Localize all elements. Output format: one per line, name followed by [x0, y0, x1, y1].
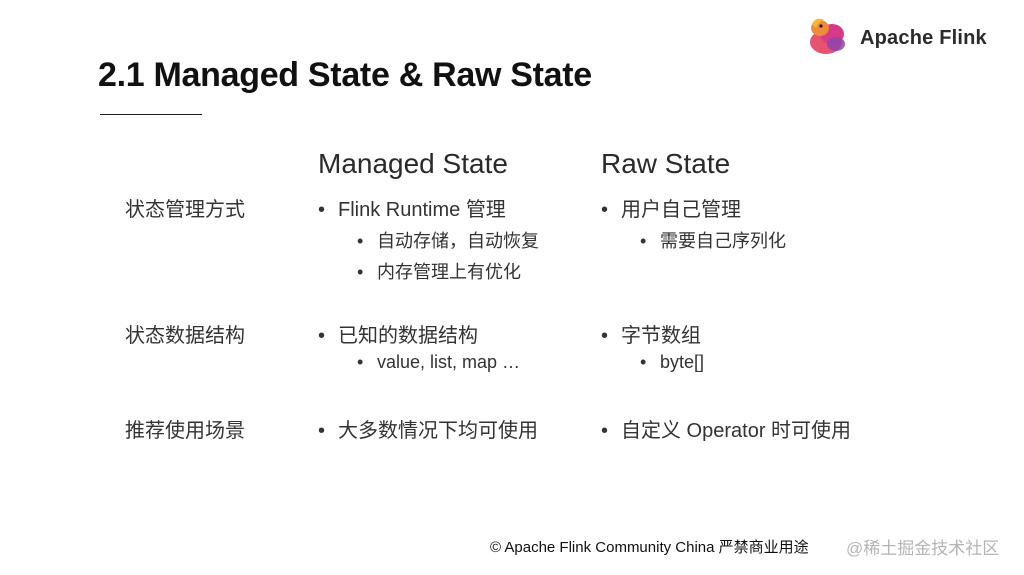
watermark: @稀土掘金技术社区 [846, 539, 1000, 558]
managed-usage-main: 大多数情况下均可使用 [318, 414, 538, 443]
raw-structure-main: 字节数组 [601, 319, 701, 348]
brand-logo: Apache Flink [806, 14, 987, 63]
row-label-structure: 状态数据结构 [125, 325, 245, 347]
brand-name: Apache Flink [860, 27, 987, 49]
column-header-managed: Managed State [318, 148, 508, 179]
flink-squirrel-icon [806, 14, 850, 63]
raw-management-main: 用户自己管理 [601, 193, 741, 222]
column-header-raw: Raw State [601, 148, 731, 179]
managed-management-sub-1: 自动存储，自动恢复 [357, 227, 539, 253]
managed-management-sub-2: 内存管理上有优化 [357, 258, 521, 284]
row-label-management: 状态管理方式 [125, 199, 245, 221]
row-label-usage: 推荐使用场景 [125, 420, 245, 442]
title-underline [100, 114, 202, 115]
footer-copyright: © Apache Flink Community China 严禁商业用途 [490, 539, 809, 556]
page-title: 2.1 Managed State & Raw State [98, 56, 592, 94]
raw-management-sub-1: 需要自己序列化 [640, 227, 786, 253]
managed-structure-sub-1: value, list, map … [357, 352, 520, 373]
managed-structure-main: 已知的数据结构 [318, 319, 478, 348]
managed-management-main: Flink Runtime 管理 [318, 193, 506, 222]
raw-usage-main: 自定义 Operator 时可使用 [601, 414, 851, 443]
raw-structure-sub-1: byte[] [640, 352, 704, 373]
